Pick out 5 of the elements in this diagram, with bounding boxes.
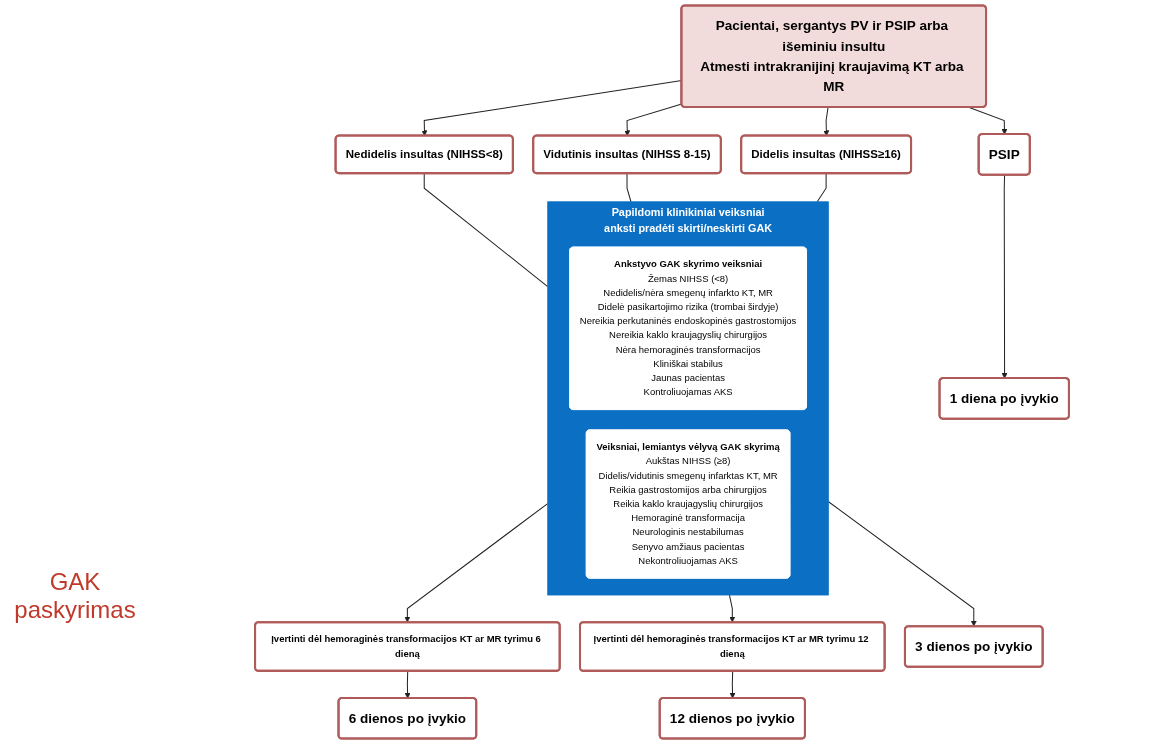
arrow [828,501,977,627]
arrow [404,503,549,623]
arrow [728,594,736,623]
side-note: GAK paskyrimas [13,568,137,624]
arrow [1001,174,1008,379]
